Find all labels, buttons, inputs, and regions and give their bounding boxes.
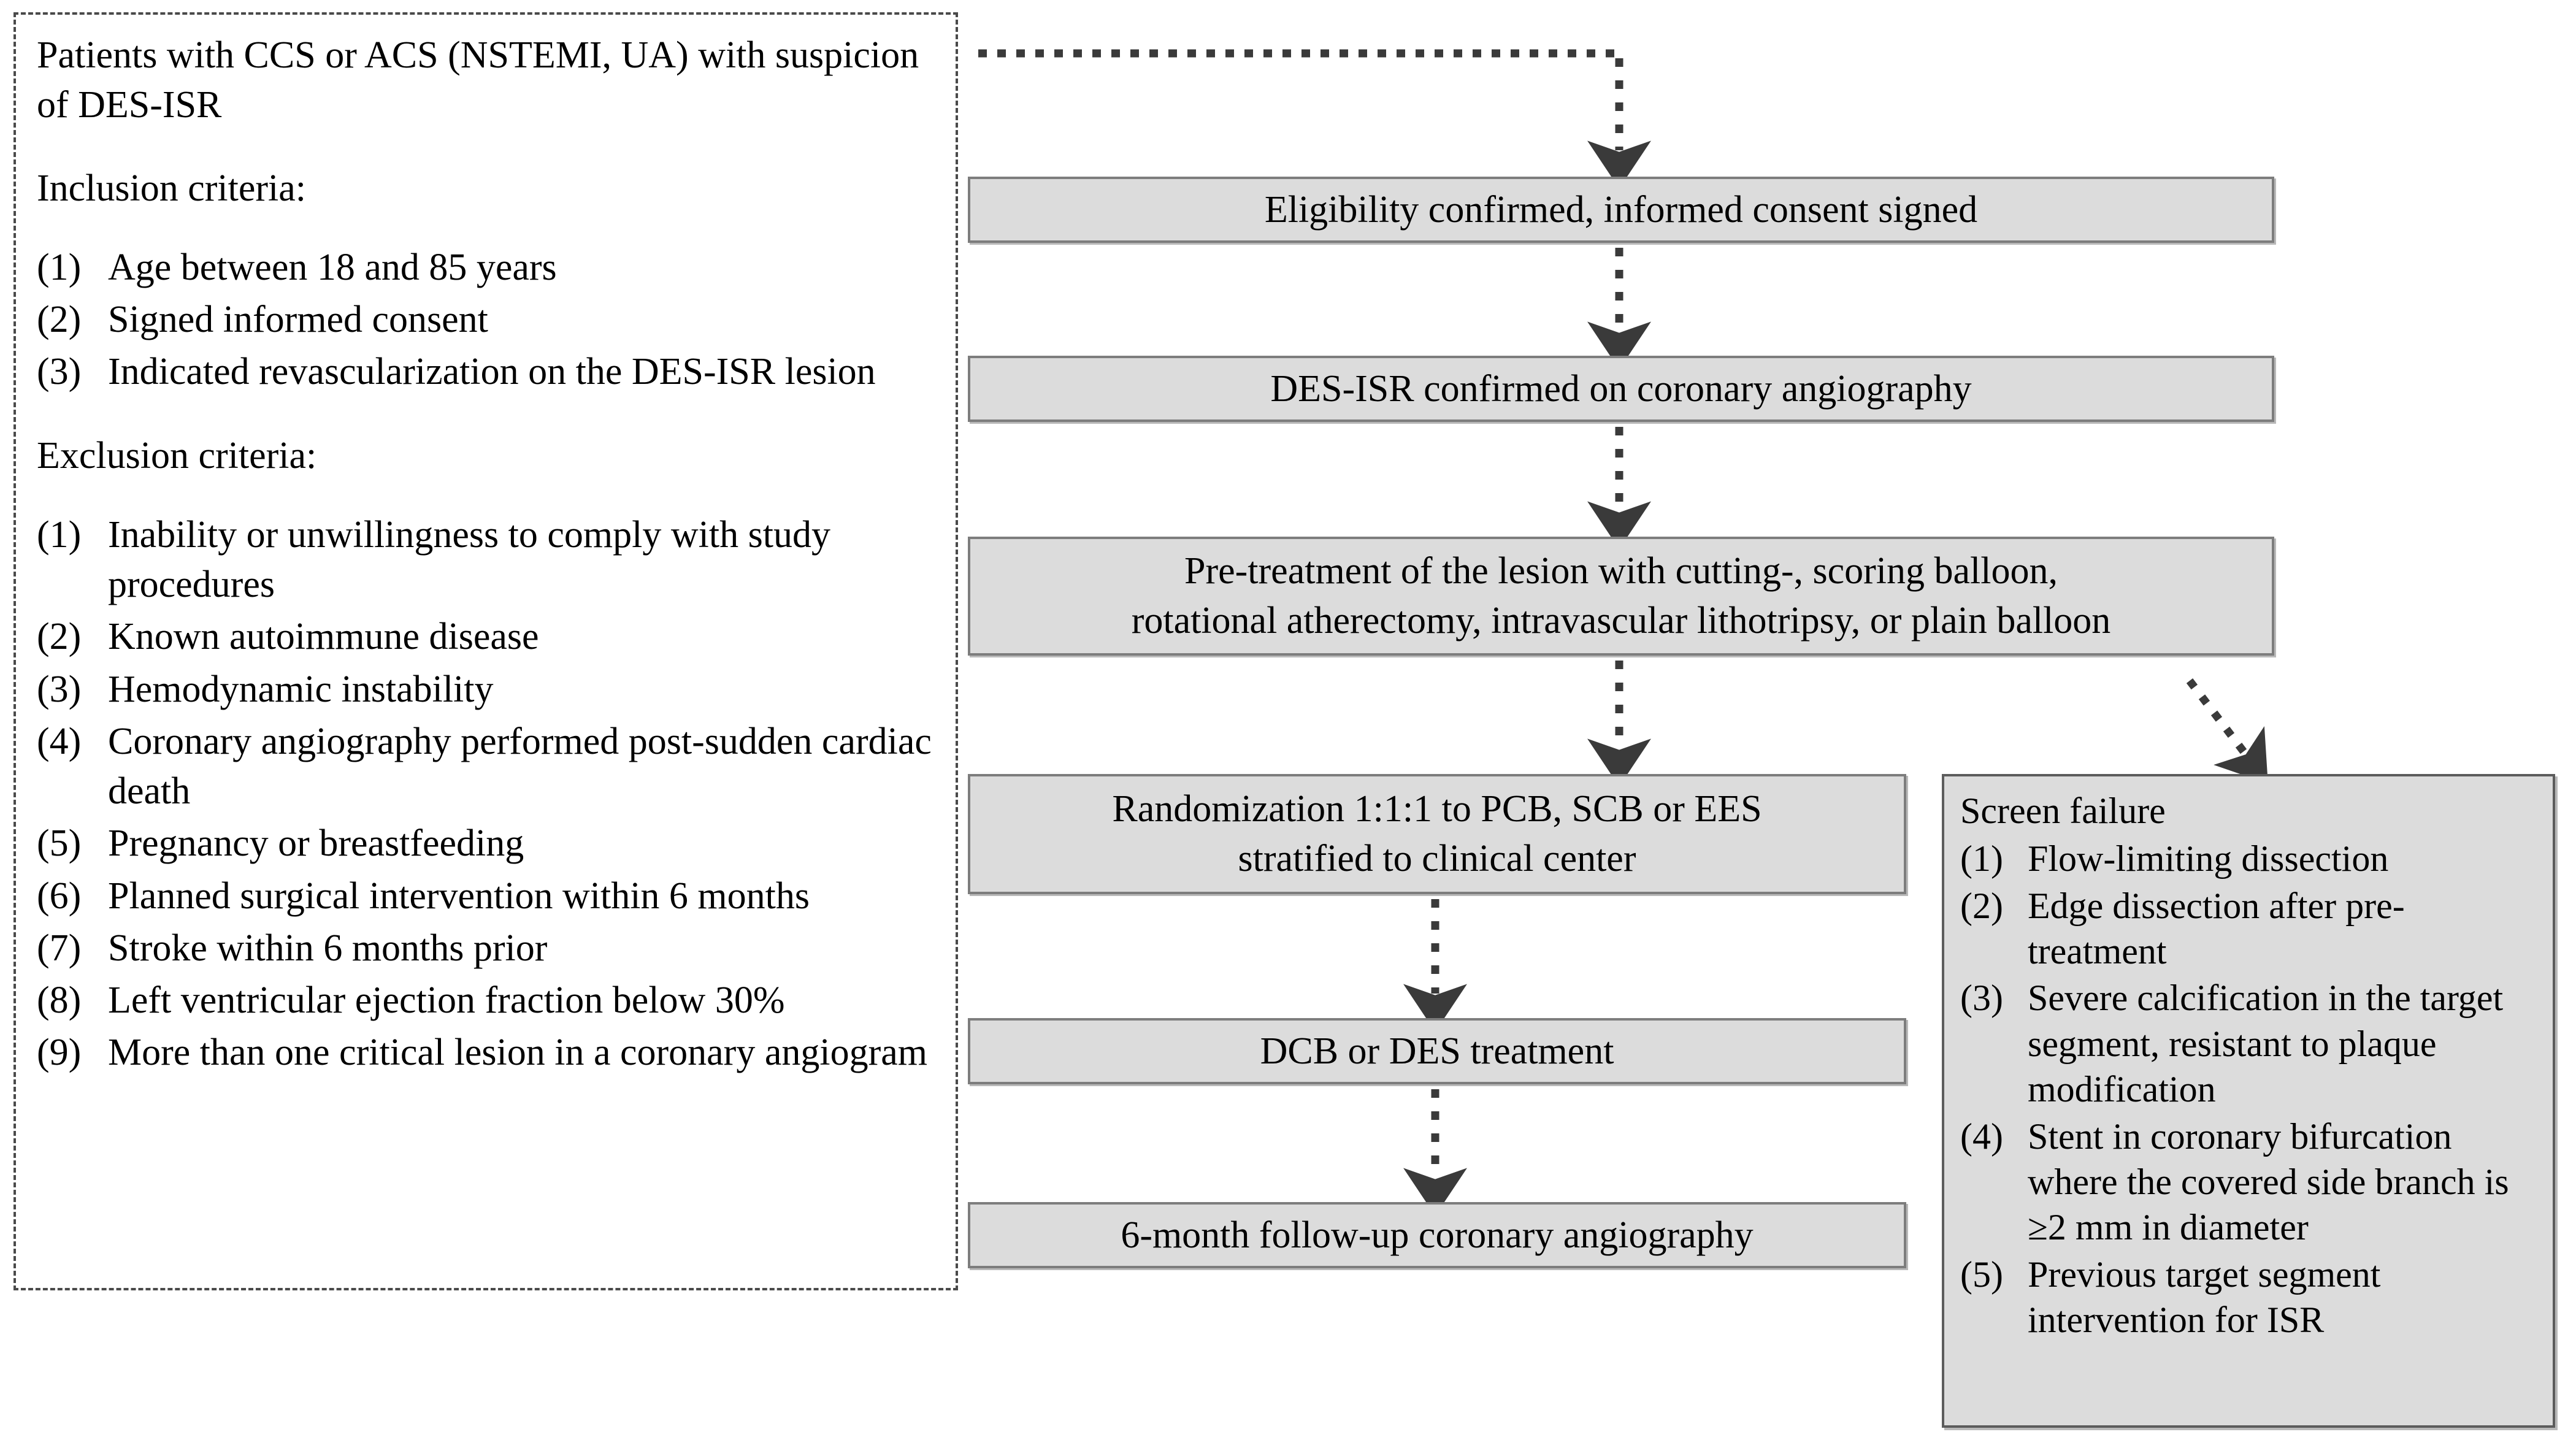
list-item-text: Age between 18 and 85 years — [108, 246, 557, 288]
list-item: (6) Planned surgical intervention within… — [37, 871, 935, 921]
list-item-text: Known autoimmune disease — [108, 616, 539, 658]
flow-box-desisr-confirmed: DES-ISR confirmed on coronary angiograph… — [968, 356, 2274, 422]
list-item-text: Left ventricular ejection fraction below… — [108, 979, 785, 1021]
list-item: (1) Age between 18 and 85 years — [37, 243, 935, 293]
list-item-number: (1) — [1960, 838, 2003, 879]
inclusion-criteria-label: Inclusion criteria: — [37, 167, 306, 210]
list-item: (3) Indicated revascularization on the D… — [37, 347, 935, 397]
flow-box-label-line1: Pre-treatment of the lesion with cutting… — [1184, 550, 2058, 592]
list-item-text: Previous target segment intervention for… — [2028, 1254, 2381, 1341]
inclusion-criteria-list: (1) Age between 18 and 85 years (2) Sign… — [37, 243, 935, 397]
flow-box-eligibility-confirmed: Eligibility confirmed, informed consent … — [968, 177, 2274, 243]
list-item: (3) Severe calcification in the target s… — [1960, 975, 2539, 1112]
flow-box-label: Eligibility confirmed, informed consent … — [1264, 188, 1978, 231]
list-item-text: Stent in coronary bifurcation where the … — [2028, 1116, 2509, 1248]
list-item-number: (5) — [37, 822, 82, 865]
flow-box-label: 6-month follow-up coronary angiography — [1121, 1214, 1754, 1256]
list-item-number: (3) — [37, 351, 82, 393]
screen-failure-list: (1) Flow-limiting dissection (2) Edge di… — [1960, 836, 2539, 1343]
list-item: (3) Hemodynamic instability — [37, 665, 935, 714]
flow-box-label-line1: Randomization 1:1:1 to PCB, SCB or EES — [1112, 788, 1762, 830]
list-item-text: Severe calcification in the target segme… — [2028, 978, 2504, 1110]
flow-box-label-line2: stratified to clinical center — [1238, 838, 1636, 879]
flow-box-six-month-followup: 6-month follow-up coronary angiography — [968, 1202, 1906, 1268]
list-item-text: Inability or unwillingness to comply wit… — [108, 514, 830, 606]
list-item-text: Signed informed consent — [108, 299, 488, 340]
list-item: (8) Left ventricular ejection fraction b… — [37, 976, 935, 1025]
flow-box-label: DES-ISR confirmed on coronary angiograph… — [1270, 367, 1972, 410]
list-item: (4) Coronary angiography performed post-… — [37, 717, 935, 816]
list-item-number: (8) — [37, 979, 82, 1021]
list-item-number: (3) — [37, 668, 82, 710]
flow-box-label-line2: rotational atherectomy, intravascular li… — [1131, 600, 2111, 642]
list-item-number: (2) — [37, 616, 82, 658]
flow-box-dcb-or-des-treatment: DCB or DES treatment — [968, 1018, 1906, 1084]
list-item-number: (9) — [37, 1032, 82, 1074]
list-item-number: (1) — [37, 514, 82, 556]
list-item-text: Flow-limiting dissection — [2028, 838, 2389, 879]
list-item-text: More than one critical lesion in a coron… — [108, 1032, 927, 1074]
screen-failure-title: Screen failure — [1960, 791, 2166, 831]
list-item-number: (4) — [1960, 1116, 2003, 1157]
list-item-number: (7) — [37, 927, 82, 969]
list-item-number: (4) — [37, 720, 82, 762]
list-item-number: (6) — [37, 875, 82, 917]
list-item-text: Planned surgical intervention within 6 m… — [108, 875, 810, 917]
list-item: (2) Edge dissection after pre-treatment — [1960, 883, 2539, 975]
list-item: (1) Flow-limiting dissection — [1960, 836, 2539, 881]
list-item-number: (3) — [1960, 978, 2003, 1019]
list-item: (1) Inability or unwillingness to comply… — [37, 510, 935, 610]
patient-population-statement: Patients with CCS or ACS (NSTEMI, UA) wi… — [37, 34, 919, 126]
connector-criteria-to-eligibility — [978, 49, 1651, 189]
list-item: (7) Stroke within 6 months prior — [37, 924, 935, 973]
connector-pretreatment-to-screenfailure — [2186, 678, 2268, 784]
list-item-number: (5) — [1960, 1254, 2003, 1295]
list-item-text: Edge dissection after pre-treatment — [2028, 885, 2405, 971]
flow-box-label: DCB or DES treatment — [1260, 1030, 1614, 1072]
list-item: (9) More than one critical lesion in a c… — [37, 1028, 935, 1078]
list-item-text: Stroke within 6 months prior — [108, 927, 548, 969]
flow-box-screen-failure: Screen failure (1) Flow-limiting dissect… — [1942, 774, 2555, 1428]
list-item-number: (1) — [37, 246, 82, 288]
list-item: (2) Known autoimmune disease — [37, 612, 935, 662]
list-item-text: Coronary angiography performed post-sudd… — [108, 720, 932, 813]
eligibility-criteria-panel: Patients with CCS or ACS (NSTEMI, UA) wi… — [13, 12, 958, 1290]
list-item: (5) Pregnancy or breastfeeding — [37, 819, 935, 868]
list-item-text: Pregnancy or breastfeeding — [108, 822, 524, 865]
flow-box-randomization: Randomization 1:1:1 to PCB, SCB or EES s… — [968, 774, 1906, 894]
exclusion-criteria-label: Exclusion criteria: — [37, 435, 317, 477]
list-item: (4) Stent in coronary bifurcation where … — [1960, 1114, 2539, 1251]
list-item-text: Hemodynamic instability — [108, 668, 494, 710]
list-item: (5) Previous target segment intervention… — [1960, 1252, 2539, 1343]
list-item-number: (2) — [37, 299, 82, 340]
flow-box-pretreatment: Pre-treatment of the lesion with cutting… — [968, 537, 2274, 656]
exclusion-criteria-list: (1) Inability or unwillingness to comply… — [37, 510, 935, 1078]
list-item: (2) Signed informed consent — [37, 295, 935, 345]
list-item-text: Indicated revascularization on the DES-I… — [108, 351, 876, 393]
list-item-number: (2) — [1960, 885, 2003, 926]
